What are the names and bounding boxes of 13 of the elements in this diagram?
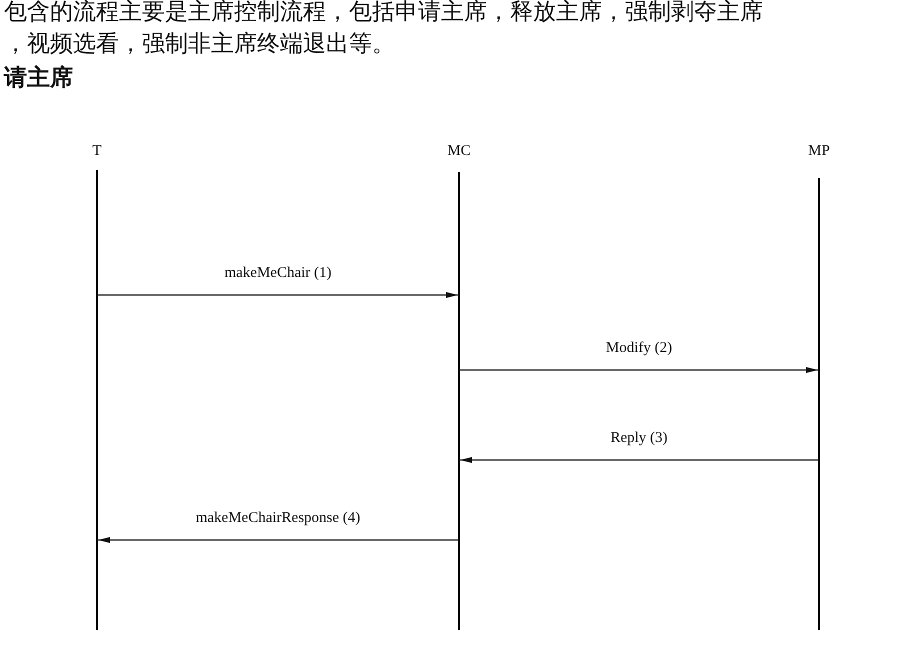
message-arrow <box>98 292 458 298</box>
edge-label: makeMeChair (1) <box>222 265 334 282</box>
edge-label: Modify (2) <box>604 340 674 357</box>
message-arrow <box>98 537 458 543</box>
paragraph-text: 请主席 <box>4 64 73 93</box>
participant-label: MC <box>446 143 472 160</box>
participant-label: MP <box>807 143 831 160</box>
participant-label: T <box>91 143 103 160</box>
message-arrow <box>460 457 818 463</box>
message-arrow <box>460 367 818 373</box>
paragraph-text: ，视频选看，强制非主席终端退出等。 <box>4 30 395 59</box>
edge-label: Reply (3) <box>608 430 670 447</box>
edge-label: makeMeChairResponse (4) <box>194 510 362 527</box>
